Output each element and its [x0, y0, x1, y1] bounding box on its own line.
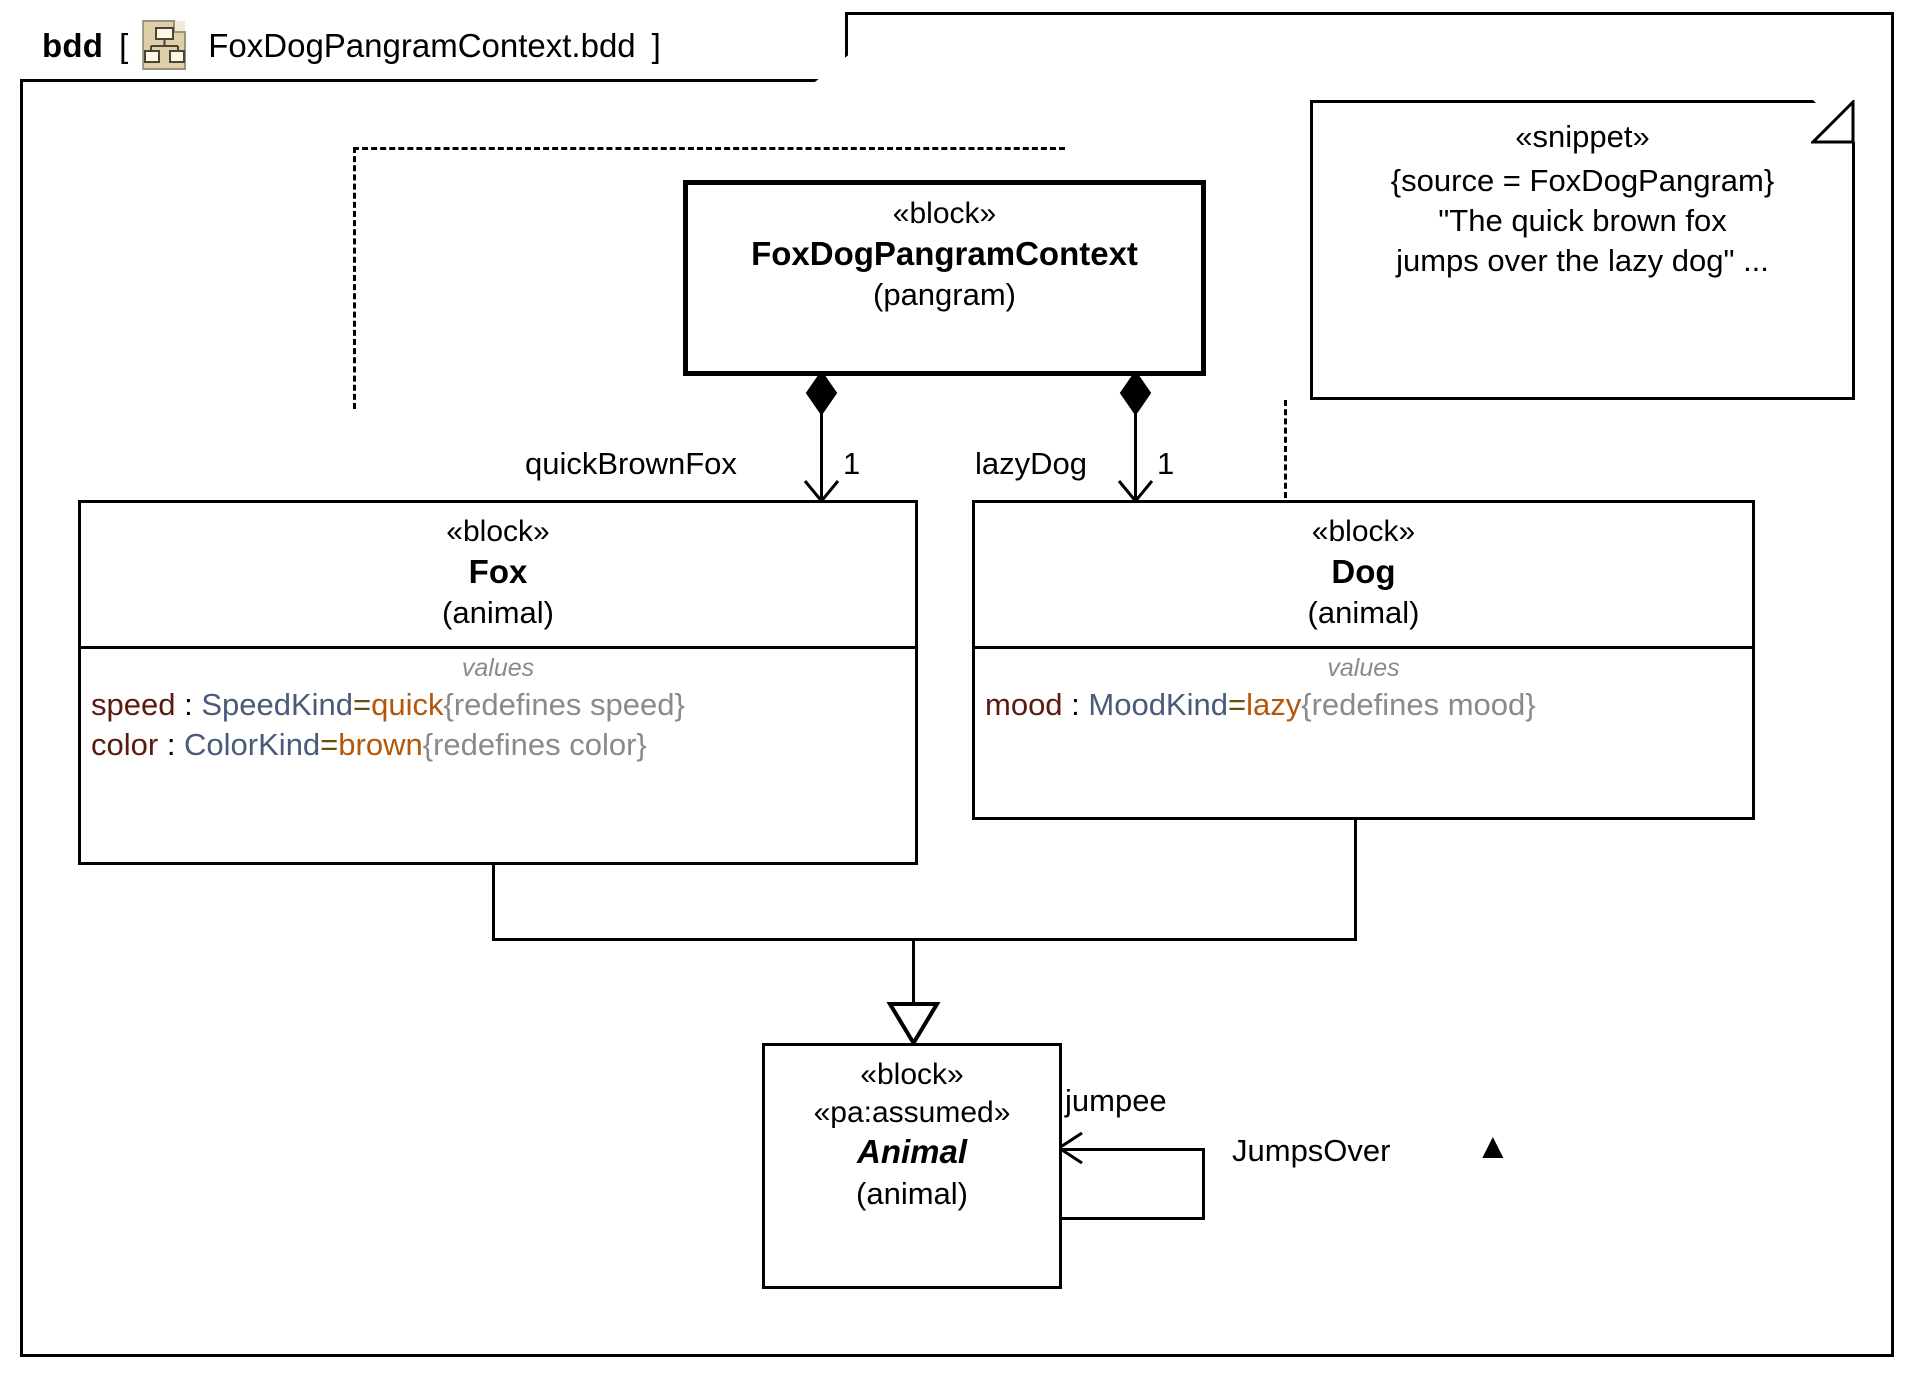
bdd-diagram-icon — [142, 20, 187, 70]
edge-label-jumpsover: JumpsOver — [1232, 1133, 1391, 1168]
property-name: mood — [985, 686, 1063, 722]
block-stereotype-animal: «block» — [860, 1058, 964, 1091]
note-source: {source = FoxDogPangram} — [1390, 162, 1775, 198]
block-name-fox: Fox — [468, 552, 528, 590]
property-row: mood : MoodKind=lazy{redefines mood} — [985, 685, 1742, 725]
block-stereotype-fox: «block» — [446, 515, 550, 548]
diagram-title: FoxDogPangramContext.bdd — [208, 26, 636, 64]
jumpsover-right-line — [1202, 1148, 1205, 1220]
property-value: lazy — [1246, 686, 1302, 722]
block-stereotype-dog: «block» — [1311, 515, 1416, 548]
block-qualifier-animal: (animal) — [856, 1175, 968, 1211]
dependency-dashed-top — [353, 147, 1065, 150]
property-name: speed — [91, 686, 176, 722]
dependency-dashed-left — [353, 147, 356, 409]
note-dog-dashed — [1284, 400, 1287, 498]
block-foxdogpangramcontext[interactable]: «block» FoxDogPangramContext (pangram) — [683, 180, 1206, 376]
block-qualifier-fox: (animal) — [442, 595, 554, 631]
property-redefines: {redefines speed} — [443, 686, 685, 722]
dog-generalization-riser — [1354, 816, 1357, 940]
bdd-icon-tree — [144, 27, 186, 63]
property-equals: = — [353, 686, 372, 722]
generalization-stem — [912, 938, 915, 1026]
note-text-line2: jumps over the lazy dog" ... — [1396, 243, 1769, 279]
values-title-fox: values — [461, 653, 535, 682]
block-header-dog: «block» Dog (animal) — [975, 503, 1752, 646]
block-animal[interactable]: «block» «pa:assumed» Animal (animal) — [762, 1043, 1062, 1289]
block-qualifier-dog: (animal) — [1307, 595, 1420, 631]
block-stereotype-context: «block» — [892, 197, 997, 230]
edge-label-quickbrownfox: quickBrownFox — [525, 446, 737, 481]
values-compartment-dog: values mood : MoodKind=lazy{redefines mo… — [975, 645, 1752, 733]
edge-mult-quickbrownfox: 1 — [843, 446, 861, 481]
edge-label-jumpee: jumpee — [1065, 1083, 1167, 1118]
block-dog[interactable]: «block» Dog (animal) values mood : MoodK… — [972, 500, 1755, 820]
block-qualifier-context: (pangram) — [873, 277, 1016, 313]
note-text-line1: "The quick brown fox — [1438, 202, 1727, 238]
diagram-bracket-close: ] — [651, 26, 661, 64]
jumpsover-bottom-line — [1060, 1217, 1205, 1220]
property-redefines: {redefines mood} — [1301, 686, 1536, 722]
note-snippet[interactable]: «snippet» {source = FoxDogPangram} "The … — [1310, 100, 1855, 400]
edge-mult-lazydog: 1 — [1157, 446, 1175, 481]
fox-generalization-riser — [492, 862, 495, 940]
generalization-bar — [492, 938, 1357, 941]
block-name-animal: Animal — [856, 1133, 968, 1170]
note-content: «snippet» {source = FoxDogPangram} "The … — [1310, 100, 1855, 291]
block-header-animal: «block» «pa:assumed» Animal (animal) — [765, 1046, 1059, 1226]
property-equals: = — [320, 726, 339, 762]
jumpsover-top-line — [1060, 1148, 1205, 1151]
diagram-header: bdd [ FoxDogPangramContext.bdd ] — [20, 12, 661, 78]
property-type: MoodKind — [1088, 686, 1228, 722]
diagram-bracket-open: [ — [119, 26, 129, 64]
diagram-kind-label: bdd — [42, 26, 104, 64]
block-name-context: FoxDogPangramContext — [751, 234, 1138, 272]
property-row: color : ColorKind=brown{redefines color} — [91, 725, 905, 765]
values-compartment-fox: values speed : SpeedKind=quick{redefines… — [81, 645, 915, 774]
property-value: quick — [371, 686, 444, 722]
block-header-fox: «block» Fox (animal) — [81, 503, 915, 646]
edge-direction-marker: ▲ — [1475, 1125, 1511, 1166]
block-name-dog: Dog — [1331, 552, 1396, 590]
property-equals: = — [1227, 686, 1247, 722]
property-name: color — [91, 726, 159, 762]
note-shape — [1310, 100, 1855, 400]
edge-quickbrownfox-line — [820, 372, 823, 500]
property-colon: : — [175, 686, 202, 722]
property-type: ColorKind — [184, 726, 321, 762]
property-colon: : — [158, 726, 185, 762]
edge-lazydog-line — [1134, 372, 1137, 500]
block-stereotype2-animal: «pa:assumed» — [813, 1095, 1011, 1129]
values-title-dog: values — [1327, 653, 1400, 682]
property-colon: : — [1062, 686, 1089, 722]
property-row: speed : SpeedKind=quick{redefines speed} — [91, 685, 905, 725]
note-stereotype: «snippet» — [1515, 119, 1650, 154]
property-redefines: {redefines color} — [422, 726, 647, 762]
edge-label-lazydog: lazyDog — [975, 446, 1087, 481]
property-type: SpeedKind — [201, 686, 353, 722]
note-corner-fold — [1811, 100, 1855, 144]
block-fox[interactable]: «block» Fox (animal) values speed : Spee… — [78, 500, 918, 865]
block-header-context: «block» FoxDogPangramContext (pangram) — [688, 185, 1201, 328]
property-value: brown — [338, 726, 423, 762]
